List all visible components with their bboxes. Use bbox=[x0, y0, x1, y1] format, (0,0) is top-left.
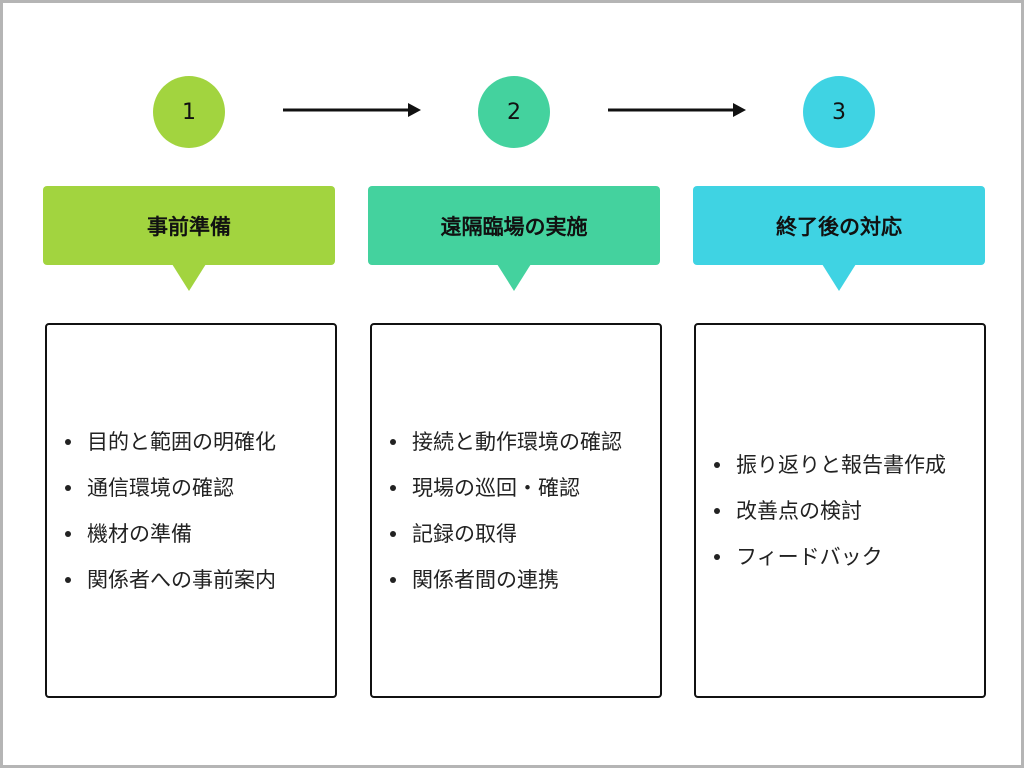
step-1-task-list: 目的と範囲の明確化 通信環境の確認 機材の準備 関係者への事前案内 bbox=[47, 419, 335, 603]
list-item: 現場の巡回・確認 bbox=[390, 465, 660, 511]
list-item: 関係者間の連携 bbox=[390, 557, 660, 603]
step-3-task-list: 振り返りと報告書作成 改善点の検討 フィードバック bbox=[696, 442, 984, 580]
step-3-number-circle: 3 bbox=[803, 76, 875, 148]
step-2-number-circle: 2 bbox=[478, 76, 550, 148]
step-1-title: 事前準備 bbox=[147, 214, 231, 239]
list-item: 改善点の検討 bbox=[714, 488, 984, 534]
step-1-number: 1 bbox=[182, 99, 196, 125]
step-2-task-list: 接続と動作環境の確認 現場の巡回・確認 記録の取得 関係者間の連携 bbox=[372, 419, 660, 603]
step-2-number: 2 bbox=[507, 99, 521, 125]
step-2-header-pointer bbox=[497, 264, 531, 291]
bullet-icon bbox=[65, 530, 71, 537]
step-2-title: 遠隔臨場の実施 bbox=[440, 214, 588, 239]
list-item: 関係者への事前案内 bbox=[65, 557, 335, 603]
step-3-header: 終了後の対応 bbox=[693, 186, 985, 265]
bullet-icon bbox=[714, 553, 720, 560]
list-item: 振り返りと報告書作成 bbox=[714, 442, 984, 488]
list-item: 通信環境の確認 bbox=[65, 465, 335, 511]
list-item: 機材の準備 bbox=[65, 511, 335, 557]
bullet-icon bbox=[390, 530, 396, 537]
bullet-icon bbox=[65, 484, 71, 491]
step-2-header: 遠隔臨場の実施 bbox=[368, 186, 660, 265]
bullet-icon bbox=[390, 438, 396, 445]
step-2-task-box: 接続と動作環境の確認 現場の巡回・確認 記録の取得 関係者間の連携 bbox=[370, 323, 662, 698]
bullet-icon bbox=[714, 507, 720, 514]
step-3-number: 3 bbox=[832, 99, 846, 125]
step-1-header-pointer bbox=[172, 264, 206, 291]
list-item: 記録の取得 bbox=[390, 511, 660, 557]
step-3-task-box: 振り返りと報告書作成 改善点の検討 フィードバック bbox=[694, 323, 986, 698]
step-1-header: 事前準備 bbox=[43, 186, 335, 265]
bullet-icon bbox=[390, 484, 396, 491]
list-item: 接続と動作環境の確認 bbox=[390, 419, 660, 465]
arrow-right-icon bbox=[608, 103, 746, 117]
list-item: フィードバック bbox=[714, 534, 984, 580]
step-3-title: 終了後の対応 bbox=[776, 214, 902, 239]
step-1-number-circle: 1 bbox=[153, 76, 225, 148]
bullet-icon bbox=[714, 461, 720, 468]
arrow-right-icon bbox=[283, 103, 421, 117]
list-item: 目的と範囲の明確化 bbox=[65, 419, 335, 465]
bullet-icon bbox=[65, 576, 71, 583]
bullet-icon bbox=[390, 576, 396, 583]
bullet-icon bbox=[65, 438, 71, 445]
step-1-task-box: 目的と範囲の明確化 通信環境の確認 機材の準備 関係者への事前案内 bbox=[45, 323, 337, 698]
step-3-header-pointer bbox=[822, 264, 856, 291]
